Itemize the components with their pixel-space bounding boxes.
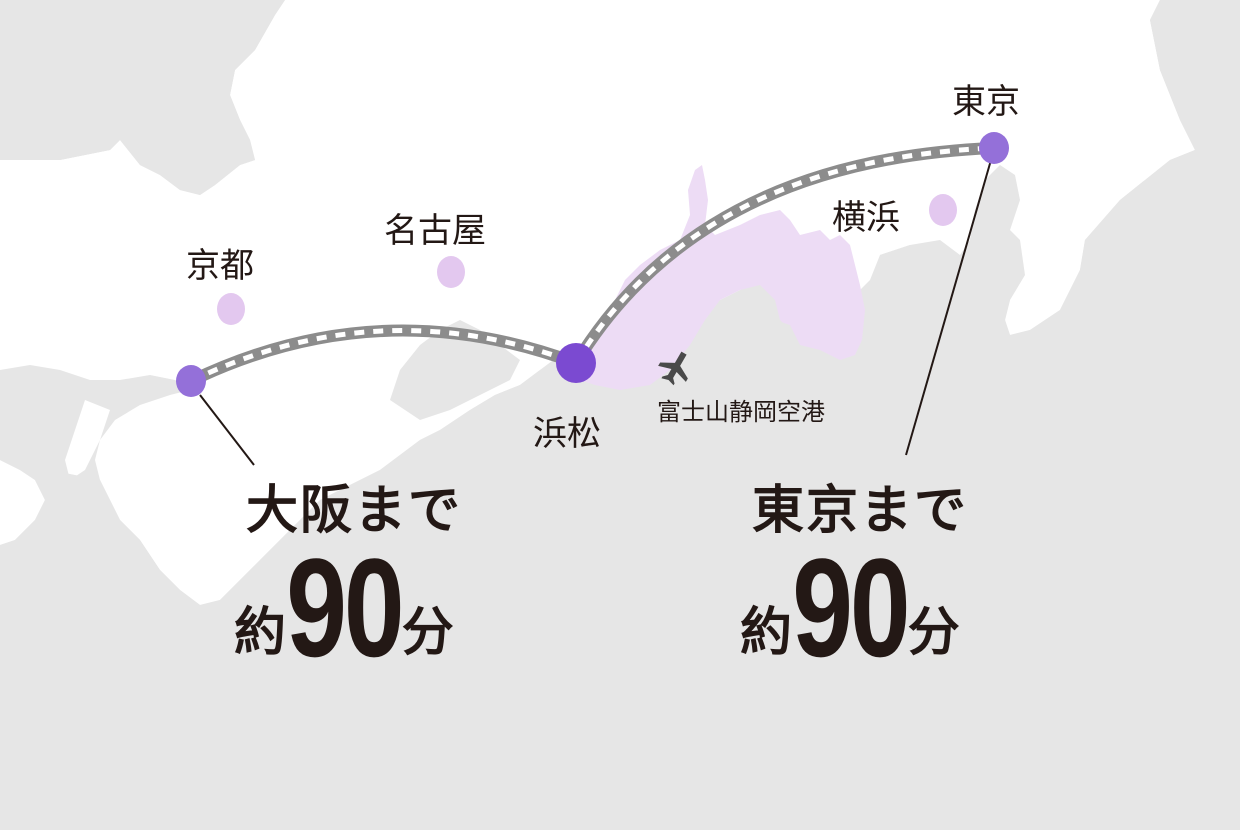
- land: [0, 0, 1195, 605]
- tokyo-time-suffix: 分: [907, 603, 960, 663]
- hamamatsu-dot: [556, 343, 596, 383]
- osaka-time: 約 90 分: [234, 529, 454, 686]
- yokohama-label: 横浜: [832, 198, 900, 238]
- tokyo-leader-line: [905, 159, 992, 456]
- osaka-callout-heading: 大阪まで: [246, 481, 463, 541]
- rail-hamamatsu-tokyo: [570, 142, 995, 367]
- hamamatsu-label: 浜松: [533, 414, 601, 454]
- rail-osaka-hamamatsu: [188, 324, 579, 387]
- osaka-leader-line: [199, 394, 255, 466]
- shizuoka-region: [580, 165, 865, 390]
- osaka-time-prefix: 約: [234, 603, 287, 663]
- tokyo-dot: [979, 132, 1009, 164]
- kyoto-dot: [217, 293, 245, 325]
- osaka-callout: 大阪まで: [246, 468, 462, 543]
- tokyo-callout: 東京まで: [752, 468, 968, 543]
- yokohama-dot: [929, 194, 957, 226]
- kyoto-label: 京都: [186, 246, 254, 286]
- airport-label: 富士山静岡空港: [657, 398, 825, 426]
- osaka-dot: [176, 365, 206, 397]
- tokyo-time-minutes: 90: [792, 529, 910, 686]
- nagoya-label: 名古屋: [384, 211, 486, 251]
- nagoya-dot: [437, 256, 465, 288]
- tokyo-time: 約 90 分: [740, 529, 960, 686]
- airplane-icon: [658, 351, 688, 386]
- osaka-time-suffix: 分: [401, 603, 454, 663]
- tokyo-label: 東京: [952, 82, 1020, 122]
- tokyo-callout-heading: 東京まで: [752, 481, 969, 541]
- tokyo-time-prefix: 約: [740, 603, 793, 663]
- osaka-time-minutes: 90: [286, 529, 404, 686]
